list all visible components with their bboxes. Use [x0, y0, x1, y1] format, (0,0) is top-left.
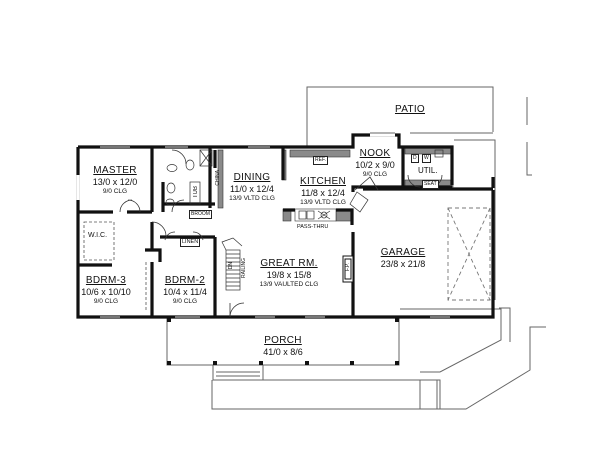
- room-ceiling: 9/0 CLG: [93, 298, 119, 305]
- patio-outline: [306, 86, 532, 300]
- room-dimensions: 13/0 x 12/0: [92, 177, 138, 187]
- dn-label: DN: [228, 262, 234, 270]
- room-name: PATIO: [394, 104, 426, 115]
- kitchen-appliances: [298, 149, 444, 220]
- broom-label: BROOM: [189, 210, 212, 219]
- room-dimensions: 41/0 x 8/6: [263, 347, 303, 357]
- bath-fixtures: [165, 149, 213, 206]
- railing-label: RAILING: [241, 258, 247, 279]
- room-name: BDRM-2: [164, 275, 206, 286]
- tub-label: TUB: [193, 186, 199, 198]
- china-label: CHINA: [215, 170, 221, 186]
- room-porch: PORCH 41/0 x 8/6: [263, 336, 303, 357]
- room-name: GARAGE: [380, 247, 426, 258]
- room-ceiling: 9/0 CLG: [172, 298, 198, 305]
- room-name: BDRM-3: [85, 275, 127, 286]
- door-swings: [119, 149, 443, 318]
- linen-label: LINEN: [180, 238, 201, 247]
- fireplace: [342, 255, 354, 283]
- wic-label: W.I.C.: [88, 232, 108, 239]
- room-dimensions: 19/8 x 15/8: [266, 270, 312, 280]
- room-master: MASTER 13/0 x 12/0 9/0 CLG: [93, 166, 138, 196]
- washer-label: W: [422, 154, 431, 163]
- util-label: UTIL.: [418, 166, 438, 175]
- room-dimensions: 23/8 x 21/8: [380, 259, 426, 269]
- porch-posts: [167, 318, 399, 365]
- room-dining: DINING 11/0 x 12/4 13/9 VLTD CLG: [229, 173, 275, 203]
- porch-outline: [166, 307, 546, 410]
- pass-thru-label: PASS-THRU: [297, 224, 329, 230]
- stairs: [221, 237, 243, 291]
- wic-shelves: [83, 221, 115, 261]
- room-name: NOOK: [359, 148, 391, 159]
- room-dimensions: 11/8 x 12/4: [301, 188, 345, 198]
- room-dimensions: 10/2 x 9/0: [355, 160, 395, 170]
- room-ceiling: 9/0 CLG: [362, 171, 388, 178]
- room-patio: PATIO: [395, 105, 425, 115]
- room-name: DINING: [233, 172, 271, 183]
- room-garage: GARAGE 23/8 x 21/8: [381, 248, 426, 269]
- room-bdrm-3: BDRM-3 10/6 x 10/10 9/0 CLG: [81, 276, 131, 306]
- seat-label: SEAT: [422, 180, 439, 189]
- fireplace-label: F.P.: [345, 263, 351, 271]
- room-ceiling: 13/9 VAULTED CLG: [259, 281, 319, 288]
- dryer-label: D: [411, 154, 419, 163]
- room-dimensions: 10/6 x 10/10: [81, 287, 131, 297]
- room-name: KITCHEN: [300, 176, 346, 187]
- room-name: GREAT RM.: [260, 258, 318, 269]
- room-bdrm-2: BDRM-2 10/4 x 11/4 9/0 CLG: [163, 276, 207, 306]
- room-great-room: GREAT RM. 19/8 x 15/8 13/9 VAULTED CLG: [260, 259, 319, 289]
- room-nook: NOOK 10/2 x 9/0 9/0 CLG: [355, 149, 395, 179]
- ref-label: REF.: [313, 156, 328, 165]
- room-ceiling: 13/9 VLTD CLG: [300, 199, 346, 206]
- room-ceiling: 13/9 VLTD CLG: [229, 195, 275, 202]
- room-name: MASTER: [93, 165, 137, 176]
- room-dimensions: 10/4 x 11/4: [163, 287, 207, 297]
- garage-door: [447, 207, 491, 301]
- room-ceiling: 9/0 CLG: [102, 188, 128, 195]
- room-name: PORCH: [264, 335, 302, 346]
- room-kitchen: KITCHEN 11/8 x 12/4 13/9 VLTD CLG: [300, 177, 346, 207]
- room-dimensions: 11/0 x 12/4: [230, 184, 274, 194]
- windows: [76, 132, 450, 318]
